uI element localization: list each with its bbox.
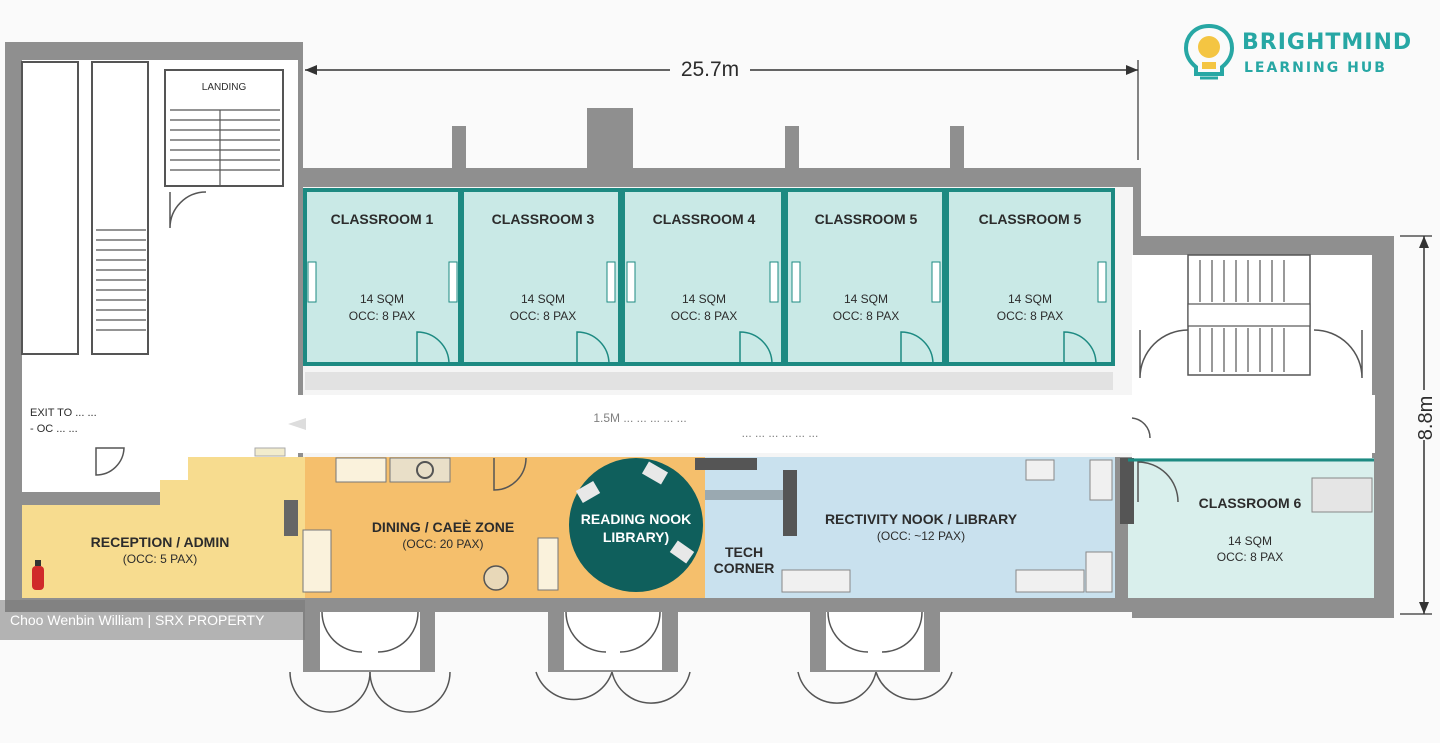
reception-title: RECEPTION / ADMIN [91, 534, 230, 550]
classroom-3-area: 14 SQM [521, 292, 565, 306]
fire-extinguisher-icon [32, 560, 44, 590]
reading-nook-line1: READING NOOK [581, 511, 691, 527]
classroom-1-area: 14 SQM [360, 292, 404, 306]
dimension-width: 25.7m [305, 56, 1139, 160]
classroom-1-title: CLASSROOM 1 [331, 211, 434, 227]
tech-corner-line2: CORNER [714, 560, 775, 576]
corridor-note-line1: 1.5M ... ... ... ... ... [593, 411, 686, 425]
entrances [289, 598, 1113, 713]
classroom-5a: CLASSROOM 5 14 SQM OCC: 8 PAX [784, 188, 946, 366]
classroom-5b-title: CLASSROOM 5 [979, 211, 1082, 227]
dining-occ: (OCC: 20 PAX) [402, 537, 483, 551]
classroom-5a-title: CLASSROOM 5 [815, 211, 918, 227]
tech-corner-line1: TECH [725, 544, 763, 560]
classroom-5b-area: 14 SQM [1008, 292, 1052, 306]
classroom-5a-area: 14 SQM [844, 292, 888, 306]
classroom-row: CLASSROOM 1 14 SQM OCC: 8 PAX CLASSROOM … [303, 188, 1115, 366]
height-dimension-label: 8.8m [1415, 396, 1437, 440]
reception-zone: RECEPTION / ADMIN (OCC: 5 PAX) [22, 447, 305, 598]
classroom-4-area: 14 SQM [682, 292, 726, 306]
landing-label: LANDING [202, 82, 247, 93]
classroom-3-occ: OCC: 8 PAX [510, 309, 576, 323]
classroom-3: CLASSROOM 3 14 SQM OCC: 8 PAX [460, 188, 622, 366]
classroom-4-title: CLASSROOM 4 [653, 211, 756, 227]
activity-title: RECTIVITY NOOK / LIBRARY [825, 511, 1018, 527]
classroom-3-title: CLASSROOM 3 [492, 211, 595, 227]
classroom-right: CLASSROOM 6 14 SQM OCC: 8 PAX [1120, 458, 1374, 598]
stairwell-right [1139, 254, 1363, 379]
logo-title: BRIGHTMIND [1242, 30, 1413, 55]
corridor: 1.5M ... ... ... ... ... ... ... ... ...… [160, 372, 1375, 453]
logo-subtitle: LEARNING HUB [1244, 60, 1387, 76]
reading-nook-line2: LIBRARY) [603, 529, 669, 545]
activity-occ: (OCC: ~12 PAX) [877, 529, 965, 543]
watermark-banner: Choo Wenbin William | SRX PROPERTY [0, 600, 305, 640]
reading-nook: READING NOOK LIBRARY) [569, 458, 703, 592]
classroom-right-title: CLASSROOM 6 [1199, 495, 1302, 511]
classroom-right-area: 14 SQM [1228, 534, 1272, 548]
exit-label-line1: EXIT TO ... ... [30, 407, 97, 419]
classroom-4: CLASSROOM 4 14 SQM OCC: 8 PAX [621, 188, 785, 366]
brand-logo: BRIGHTMIND LEARNING HUB [1182, 22, 1427, 82]
classroom-1: CLASSROOM 1 14 SQM OCC: 8 PAX [303, 188, 462, 366]
dining-title: DINING / CAEÈ ZONE [372, 519, 514, 535]
classroom-5b-occ: OCC: 8 PAX [997, 309, 1063, 323]
activity-zone: TECH CORNER RECTIVITY NOOK / LIBRARY (OC… [695, 457, 1115, 598]
classroom-1-occ: OCC: 8 PAX [349, 309, 415, 323]
dimension-height: 8.8m [1400, 235, 1437, 615]
stairwell-left: LANDING EXIT TO ... ... - OC ... ... [21, 61, 284, 476]
width-dimension-label: 25.7m [681, 58, 739, 81]
exit-label-line2: - OC ... ... [30, 423, 78, 435]
classroom-right-occ: OCC: 8 PAX [1217, 550, 1283, 564]
corridor-note-line2: ... ... ... ... ... ... [742, 426, 819, 440]
classroom-4-occ: OCC: 8 PAX [671, 309, 737, 323]
lightbulb-icon [1183, 23, 1235, 80]
reception-occ: (OCC: 5 PAX) [123, 552, 197, 566]
classroom-5a-occ: OCC: 8 PAX [833, 309, 899, 323]
classroom-5b: CLASSROOM 5 14 SQM OCC: 8 PAX [945, 188, 1115, 366]
